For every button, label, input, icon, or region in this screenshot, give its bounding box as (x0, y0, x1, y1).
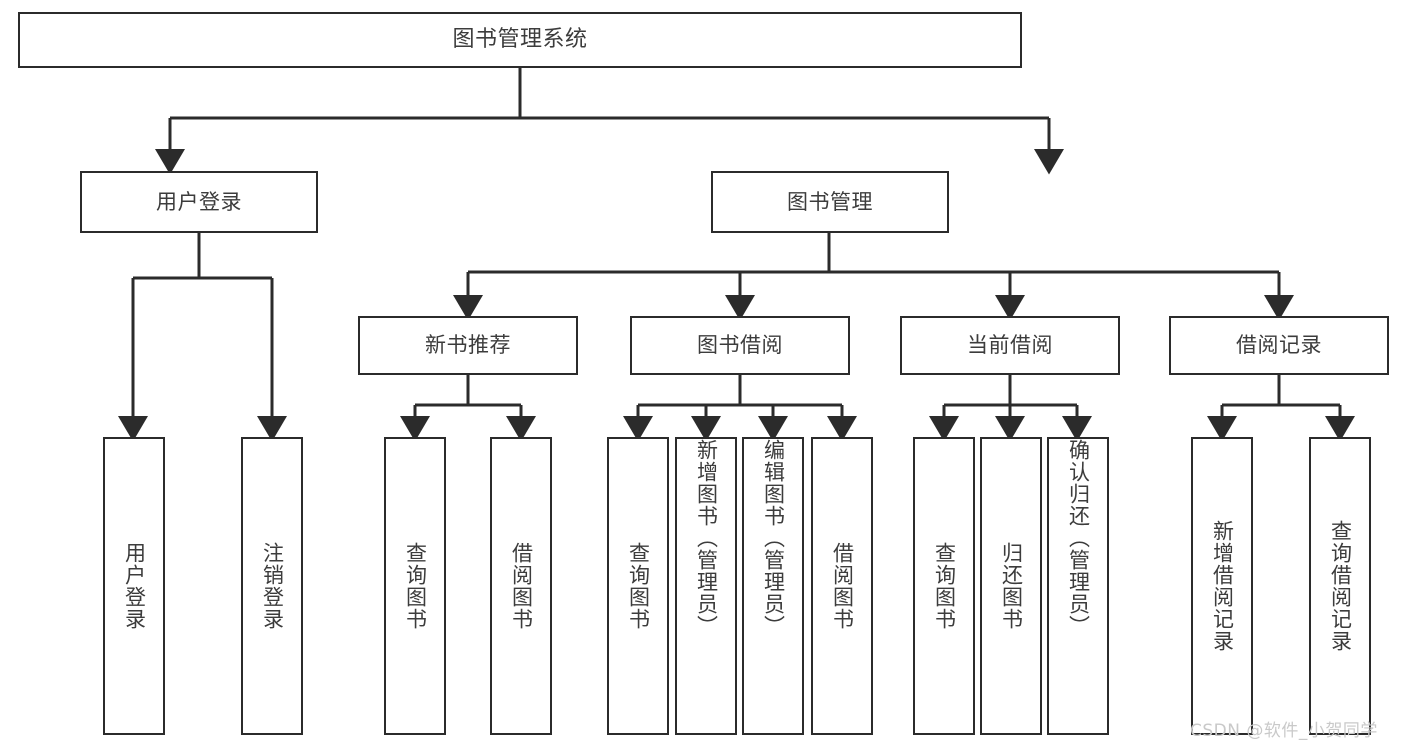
csdn-watermark: CSDN @软件_小贺同学 (1190, 721, 1378, 741)
node-root[interactable]: 图书管理系统 (18, 12, 1022, 68)
leaf-user-login-signin-label: 用户登录 (122, 542, 147, 630)
node-book-borrow-label: 图书借阅 (697, 333, 783, 358)
node-current-borrow-label: 当前借阅 (967, 333, 1053, 358)
node-user-login-label: 用户登录 (156, 189, 242, 214)
node-borrow-record-label: 借阅记录 (1236, 333, 1322, 358)
node-new-book-recommend[interactable]: 新书推荐 (358, 316, 578, 375)
leaf-current-borrow-query[interactable]: 查询图书 (913, 437, 975, 735)
leaf-borrow-record-query-label: 查询借阅记录 (1328, 520, 1353, 652)
node-borrow-record[interactable]: 借阅记录 (1169, 316, 1389, 375)
node-root-label: 图书管理系统 (452, 27, 588, 53)
leaf-current-borrow-return-label: 归还图书 (999, 542, 1024, 630)
leaf-book-borrow-edit-label: 编辑图书（管理员） (761, 439, 786, 637)
leaf-book-borrow-lend[interactable]: 借阅图书 (811, 437, 873, 735)
node-book-borrow[interactable]: 图书借阅 (630, 316, 850, 375)
leaf-new-book-query[interactable]: 查询图书 (384, 437, 446, 735)
leaf-book-borrow-lend-label: 借阅图书 (830, 542, 855, 630)
leaf-new-book-query-label: 查询图书 (403, 542, 428, 630)
leaf-current-borrow-confirm[interactable]: 确认归还（管理员） (1047, 437, 1109, 735)
leaf-borrow-record-query[interactable]: 查询借阅记录 (1309, 437, 1371, 735)
leaf-current-borrow-query-label: 查询图书 (932, 542, 957, 630)
leaf-user-login-signout[interactable]: 注销登录 (241, 437, 303, 735)
leaf-current-borrow-return[interactable]: 归还图书 (980, 437, 1042, 735)
node-new-book-recommend-label: 新书推荐 (425, 333, 511, 358)
node-current-borrow[interactable]: 当前借阅 (900, 316, 1120, 375)
leaf-borrow-record-add[interactable]: 新增借阅记录 (1191, 437, 1253, 735)
leaf-book-borrow-query[interactable]: 查询图书 (607, 437, 669, 735)
leaf-book-borrow-edit[interactable]: 编辑图书（管理员） (742, 437, 804, 735)
leaf-book-borrow-add-label: 新增图书（管理员） (694, 439, 719, 637)
node-user-login[interactable]: 用户登录 (80, 171, 318, 233)
leaf-user-login-signout-label: 注销登录 (260, 542, 285, 630)
leaf-user-login-signin[interactable]: 用户登录 (103, 437, 165, 735)
leaf-borrow-record-add-label: 新增借阅记录 (1210, 520, 1235, 652)
node-book-management-label: 图书管理 (787, 189, 873, 214)
leaf-book-borrow-query-label: 查询图书 (626, 542, 651, 630)
leaf-new-book-borrow[interactable]: 借阅图书 (490, 437, 552, 735)
leaf-new-book-borrow-label: 借阅图书 (509, 542, 534, 630)
node-book-management[interactable]: 图书管理 (711, 171, 949, 233)
leaf-book-borrow-add[interactable]: 新增图书（管理员） (675, 437, 737, 735)
leaf-current-borrow-confirm-label: 确认归还（管理员） (1066, 439, 1091, 637)
